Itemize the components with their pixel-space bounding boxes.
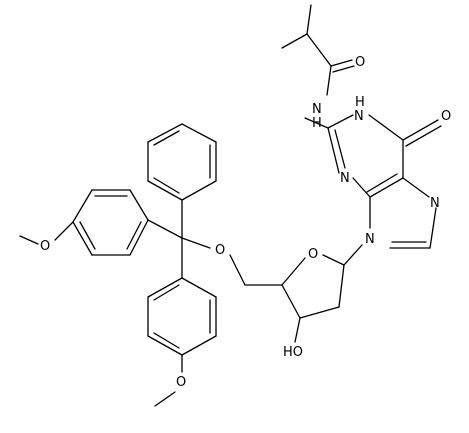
bond [147, 335, 183, 356]
bond [72, 189, 93, 223]
bond [299, 306, 340, 319]
bonds [19, 4, 442, 407]
bond [153, 332, 180, 349]
bond [405, 125, 442, 147]
ring-h1-label: H [355, 95, 365, 110]
bond [153, 284, 180, 301]
ring-n1-label: N [354, 109, 364, 124]
bond [352, 177, 371, 198]
bond [330, 59, 353, 67]
bond [306, 4, 312, 35]
bond [126, 221, 142, 250]
bond [368, 114, 404, 141]
bond [79, 221, 96, 250]
bond [294, 317, 301, 343]
bond [129, 189, 149, 221]
atom-labels: O N H N H O N N N O HO O O O [40, 55, 451, 390]
bond [281, 257, 306, 286]
bond [229, 254, 246, 286]
bond [281, 284, 301, 319]
bond [322, 254, 345, 266]
bond [181, 335, 217, 356]
ring-n3-label: N [340, 171, 350, 186]
carbonyl-oxygen-label: O [355, 55, 365, 70]
bond [366, 173, 398, 193]
bond [19, 235, 39, 245]
bond [147, 123, 183, 143]
bond [332, 65, 355, 73]
bond [338, 264, 345, 308]
sugar-oxygen-label: O [308, 247, 318, 262]
bond [327, 114, 354, 129]
bond [153, 177, 180, 194]
bond [306, 33, 332, 67]
bond [343, 244, 363, 266]
bond [402, 177, 430, 198]
bond [181, 180, 217, 201]
ring-o6-label: O [441, 109, 451, 124]
methoxy-oxygen-bottom-label: O [176, 375, 186, 390]
ring-n7-label: N [430, 196, 440, 211]
bond [181, 123, 217, 143]
ether-oxygen-label: O [215, 243, 225, 258]
bond [181, 237, 211, 249]
bond [402, 119, 439, 141]
bond [147, 219, 183, 239]
bond [153, 130, 180, 146]
bond [54, 221, 74, 241]
bond [327, 127, 340, 174]
bond [147, 180, 183, 201]
bond [72, 221, 93, 256]
bond [281, 33, 308, 49]
bond [334, 129, 346, 169]
bond [181, 277, 217, 298]
methoxy-oxygen-top-label: O [40, 239, 50, 254]
bond [326, 65, 332, 96]
bond [304, 117, 329, 129]
amide-nitrogen-label: N [312, 102, 322, 117]
bond [129, 219, 149, 256]
bond [369, 177, 404, 198]
bond [154, 391, 176, 407]
hydroxyl-label: HO [283, 345, 303, 360]
ring-n9-label: N [365, 232, 375, 247]
bond [147, 277, 183, 298]
amide-hydrogen-label: H [312, 116, 322, 131]
bond [429, 207, 437, 249]
